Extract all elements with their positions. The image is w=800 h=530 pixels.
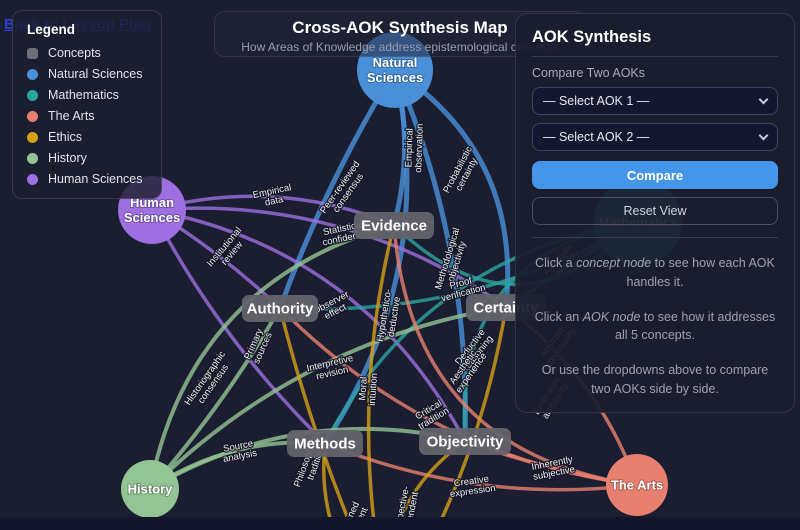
aok-node-the-arts[interactable]: The Arts (606, 454, 668, 516)
reset-view-button[interactable]: Reset View (532, 197, 778, 225)
edge-label-primary-sources: Primarysources (242, 327, 275, 366)
objectivity-pill (419, 428, 511, 455)
concept-node-objectivity[interactable]: Objectivity (419, 428, 511, 455)
legend-item-human-sciences: Human Sciences (27, 172, 147, 186)
legend-swatch-icon (27, 152, 38, 164)
edge-label-moral-intuition: Moralintuition (357, 372, 380, 406)
edge-label-inherently-subjective: Inherentlysubjective (530, 454, 575, 483)
help-paragraph: Or use the dropdowns above to compare tw… (541, 363, 769, 396)
page-bottom-strip (0, 517, 800, 530)
compare-button[interactable]: Compare (532, 161, 778, 189)
edge-label-empirical-observation: Empiricalobservation (403, 123, 426, 173)
edge-ethics-evidence (366, 223, 396, 517)
edge-ethics-certainty (440, 305, 508, 517)
legend-item-label: Human Sciences (48, 172, 143, 186)
methods-pill (287, 430, 363, 457)
concept-node-evidence[interactable]: Evidence (354, 212, 434, 239)
page-subtitle: How Areas of Knowledge address epistemol… (241, 40, 559, 54)
legend-item-the-arts: The Arts (27, 109, 147, 123)
divider (532, 56, 778, 57)
legend-item-label: Ethics (48, 130, 83, 144)
edge-label-source-analysis: Sourceanalysis (220, 438, 258, 465)
legend-title: Legend (27, 22, 76, 37)
legend-item-label: The Arts (48, 109, 95, 123)
edge-label-creative-expression: Creativeexpression (448, 473, 496, 500)
edge-history-evidence (148, 223, 396, 491)
history-circle (121, 460, 179, 517)
the-arts-circle (606, 454, 668, 516)
compare-two-aoks-label: Compare Two AOKs (532, 66, 646, 80)
page-title: Cross-AOK Synthesis Map (292, 18, 508, 37)
legend-item-natural-sciences: Natural Sciences (27, 67, 147, 81)
select-aok-1[interactable]: — Select AOK 1 — (532, 87, 778, 115)
concept-node-label: Evidence (361, 218, 427, 235)
edge-natural-sciences-certainty (392, 67, 511, 310)
legend-item-label: Natural Sciences (48, 67, 143, 81)
legend-item-ethics: Ethics (27, 130, 147, 144)
edge-the-arts-evidence (392, 223, 639, 487)
concept-node-label: Authority (247, 301, 314, 318)
legend-swatch-icon (27, 110, 38, 122)
edge-label-historiographic-consensus: Historiographicconsensus (183, 349, 237, 413)
edge-ethics-methods (321, 441, 332, 517)
help-paragraph: Click an AOK node to see how it addresse… (534, 309, 776, 343)
edge-label-reasoned-argument: Reasonedargument (334, 500, 371, 517)
aok-node-label: History (128, 482, 174, 497)
legend-item-history: History (27, 151, 147, 165)
aok-node-history[interactable]: History (121, 460, 179, 517)
aok-node-label: The Arts (611, 478, 663, 493)
edge-ethics-authority (278, 306, 350, 517)
edge-label-proof-verification: Proofverification (437, 272, 486, 304)
help-paragraph: Click a concept node to see how each AOK… (535, 256, 775, 289)
edge-history-certainty (148, 305, 508, 491)
edge-human-sciences-objectivity (150, 208, 467, 443)
concept-node-label: Objectivity (427, 434, 504, 451)
legend-swatch-icon (27, 47, 38, 59)
legend-swatch-icon (27, 173, 38, 185)
select-aok-2[interactable]: — Select AOK 2 — (532, 123, 778, 151)
legend-swatch-icon (27, 68, 38, 80)
concept-node-methods[interactable]: Methods (287, 430, 363, 457)
concept-node-label: Methods (294, 436, 356, 453)
legend-item-label: Concepts (48, 46, 101, 60)
divider (532, 237, 778, 238)
legend-item-concepts: Concepts (27, 46, 147, 60)
legend-swatch-icon (27, 131, 38, 143)
edge-the-arts-methods (323, 441, 639, 492)
evidence-pill (354, 212, 434, 239)
panel-help-text: Click a concept node to see how each AOK… (532, 254, 778, 399)
edge-human-sciences-certainty (150, 206, 508, 309)
legend-swatch-icon (27, 89, 38, 101)
legend-item-label: History (48, 151, 87, 165)
edge-human-sciences-methods (150, 208, 327, 445)
edge-ethics-objectivity (399, 439, 467, 517)
legend-item-label: Mathematics (48, 88, 119, 102)
authority-pill (242, 295, 318, 322)
legend-item-mathematics: Mathematics (27, 88, 147, 102)
aok-synthesis-panel: AOK Synthesis Compare Two AOKs — Select … (515, 13, 795, 413)
panel-title: AOK Synthesis (532, 28, 652, 46)
concept-node-authority[interactable]: Authority (242, 295, 318, 322)
